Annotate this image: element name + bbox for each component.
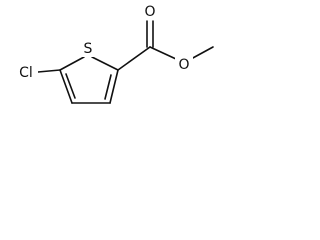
atom-cl: Cl	[14, 63, 38, 81]
atom-o-carbonyl: O	[141, 2, 159, 20]
atom-label-s: S	[84, 41, 93, 57]
bond-carbonyl-carbon-ester-oxygen	[149, 46, 177, 60]
bond-ester-oxygen-methyl	[190, 46, 214, 60]
atom-label-o-carbonyl: O	[144, 4, 155, 20]
atom-s: S	[79, 39, 97, 57]
atom-label-o-ester: O	[178, 57, 189, 73]
bond-c5-s	[59, 56, 85, 71]
bond-c2-c3	[109, 69, 119, 104]
bond-double-c2-c3	[104, 74, 112, 100]
bond-c5-cl	[37, 69, 61, 73]
chemical-structure-diagram: Cl S O O	[14, 2, 214, 104]
bond-double-c4-c5	[65, 73, 76, 99]
atom-o-ester: O	[175, 55, 193, 73]
bond-s-c2	[91, 56, 119, 71]
atom-label-cl: Cl	[19, 65, 33, 81]
bond-c2-carbonyl-carbon	[117, 46, 151, 71]
bond-c4-c5	[59, 69, 73, 104]
